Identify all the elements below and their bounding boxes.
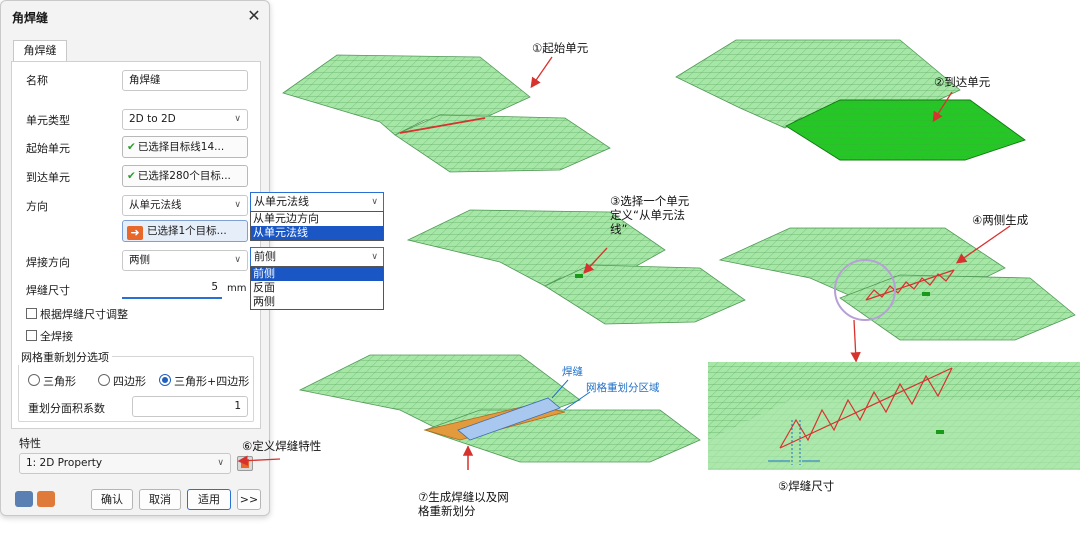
weld-side-popup-select[interactable]: 前侧 xyxy=(250,247,384,267)
preview-icon[interactable] xyxy=(37,491,55,507)
note-weld: 焊缝 xyxy=(562,366,583,378)
note-end-element: ②到达单元 xyxy=(934,75,991,89)
note-both-sides: ④两侧生成 xyxy=(972,213,1029,227)
direction-option[interactable]: 从单元边方向 xyxy=(253,212,319,225)
name-input[interactable]: 角焊缝 xyxy=(122,70,248,91)
radio-triangle-label: 三角形 xyxy=(43,375,76,388)
mesh-panel-both-sides xyxy=(718,225,1076,363)
mesh-panel-start xyxy=(282,54,611,173)
mesh-panel-zoom xyxy=(708,362,1080,470)
name-label: 名称 xyxy=(26,74,48,87)
remesh-factor-input[interactable]: 1 xyxy=(132,396,248,417)
checkmark-icon: ✔ xyxy=(127,141,136,153)
direction-select[interactable]: 从单元法线 xyxy=(122,195,248,216)
remesh-options-group xyxy=(18,356,254,422)
mesh-panel-result xyxy=(298,354,701,470)
element-type-label: 单元类型 xyxy=(26,114,70,127)
direction-popup-select[interactable]: 从单元法线 xyxy=(250,192,384,212)
radio-triangle[interactable] xyxy=(28,374,40,386)
mesh-panel-end xyxy=(675,39,1026,161)
zoom-circle xyxy=(834,259,896,321)
radio-tri-quad-label: 三角形+四边形 xyxy=(174,375,250,388)
start-element-label: 起始单元 xyxy=(26,142,70,155)
property-select[interactable]: 1: 2D Property xyxy=(19,453,231,474)
more-button[interactable]: >> xyxy=(237,489,261,510)
start-edge-line xyxy=(399,117,486,134)
full-weld-checkbox[interactable] xyxy=(26,330,37,341)
direction-target-value: 已选择1个目标... xyxy=(147,225,227,237)
end-element-value: 已选择280个目标... xyxy=(137,170,231,182)
weld-side-option[interactable]: 两侧 xyxy=(253,295,275,308)
end-element-label: 到达单元 xyxy=(26,171,70,184)
close-icon[interactable]: ✕ xyxy=(247,6,261,25)
fillet-weld-dialog: 角焊缝 ✕ 角焊缝 名称 角焊缝 单元类型 2D to 2D 起始单元 ✔已选择… xyxy=(0,0,270,516)
note-remesh-region: 网格重划分区域 xyxy=(586,382,660,394)
mesh-panel-normal xyxy=(406,209,746,325)
remesh-factor-label: 重划分面积系数 xyxy=(28,402,105,415)
radio-quad-label: 四边形 xyxy=(113,375,146,388)
weld-size-unit: mm xyxy=(227,283,247,294)
radio-quad[interactable] xyxy=(98,374,110,386)
start-element-value: 已选择目标线14... xyxy=(137,141,225,153)
end-element-button[interactable]: ✔已选择280个目标... xyxy=(122,165,248,187)
ok-button[interactable]: 确认 xyxy=(91,489,133,510)
note-weld-size: ⑤焊缝尺寸 xyxy=(778,479,835,493)
cancel-button[interactable]: 取消 xyxy=(139,489,181,510)
note-normal: ③选择一个单元定义“从单元法线” xyxy=(610,194,690,236)
dialog-panel: 名称 角焊缝 单元类型 2D to 2D 起始单元 ✔已选择目标线14... 到… xyxy=(11,61,261,429)
weld-direction-label: 焊接方向 xyxy=(26,256,70,269)
weld-direction-select[interactable]: 两侧 xyxy=(122,250,248,271)
weld-body xyxy=(457,397,561,441)
weld-side-popup-list: 前侧 反面 两侧 xyxy=(250,266,384,310)
tab-fillet-weld[interactable]: 角焊缝 xyxy=(13,40,67,62)
weld-side-option[interactable]: 前侧 xyxy=(251,267,383,281)
note-result: ⑦生成焊缝以及网格重新划分 xyxy=(418,490,509,518)
element-type-select[interactable]: 2D to 2D xyxy=(122,109,248,130)
apply-button[interactable]: 适用 xyxy=(187,489,231,510)
remesh-options-title: 网格重新划分选项 xyxy=(18,349,112,365)
direction-popup-list: 从单元边方向 从单元法线 xyxy=(250,211,384,241)
weld-side-option[interactable]: 反面 xyxy=(253,281,275,294)
adjust-by-size-checkbox[interactable] xyxy=(26,308,37,319)
direction-label: 方向 xyxy=(26,200,48,213)
dialog-title: 角焊缝 xyxy=(12,11,49,25)
start-element-button[interactable]: ✔已选择目标线14... xyxy=(122,136,248,158)
dialog-titlebar: 角焊缝 ✕ xyxy=(1,1,269,33)
checkmark-icon: ✔ xyxy=(127,170,136,182)
direction-option[interactable]: 从单元法线 xyxy=(251,226,383,240)
full-weld-label: 全焊接 xyxy=(40,330,73,343)
radio-tri-quad[interactable] xyxy=(159,374,171,386)
direction-target-button[interactable]: ➜ 已选择1个目标... xyxy=(122,220,248,242)
select-arrow-icon: ➜ xyxy=(127,226,143,240)
property-label: 特性 xyxy=(19,437,41,450)
help-icon[interactable] xyxy=(15,491,33,507)
adjust-by-size-label: 根据焊缝尺寸调整 xyxy=(40,308,128,321)
note-weld-property: ⑥定义焊缝特性 xyxy=(242,439,322,453)
note-start-element: ①起始单元 xyxy=(532,41,589,55)
weld-size-input[interactable]: 5 xyxy=(122,278,222,299)
weld-size-label: 焊缝尺寸 xyxy=(26,284,70,297)
